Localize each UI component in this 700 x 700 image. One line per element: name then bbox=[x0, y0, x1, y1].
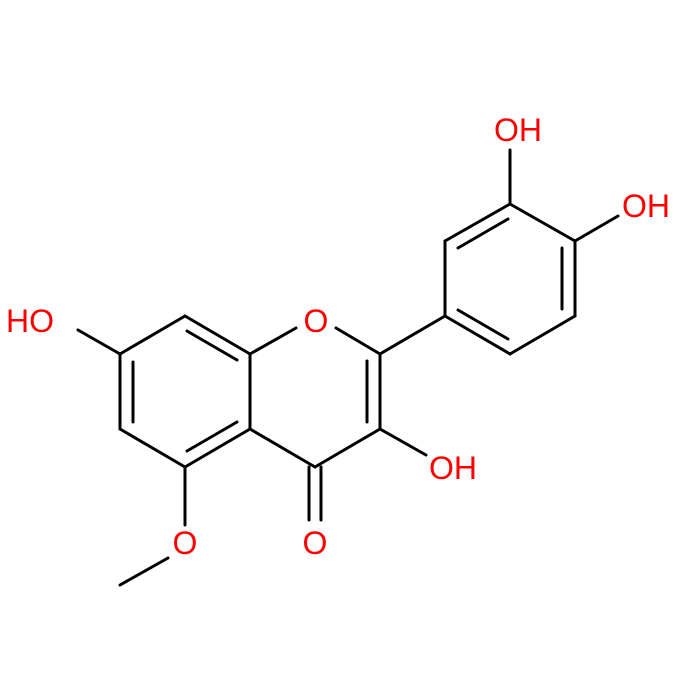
ring-c-bonds bbox=[248, 326, 382, 469]
bond bbox=[378, 314, 447, 356]
bond bbox=[118, 556, 170, 587]
bond bbox=[183, 314, 252, 356]
double-bond-inner bbox=[456, 217, 510, 250]
label-oh-top: OH bbox=[494, 112, 542, 148]
double-bond-inner bbox=[456, 308, 510, 341]
ring-b-bonds bbox=[443, 148, 620, 356]
bond bbox=[378, 427, 428, 457]
bond bbox=[443, 314, 512, 356]
bond bbox=[118, 427, 187, 469]
label-ring-oxygen: O bbox=[304, 303, 329, 339]
ring-a-bonds bbox=[118, 314, 252, 469]
substituent-bonds bbox=[76, 314, 447, 587]
label-carbonyl-oxygen: O bbox=[303, 525, 328, 561]
bond bbox=[248, 427, 317, 469]
bond bbox=[248, 326, 298, 356]
bond bbox=[334, 326, 382, 356]
bond bbox=[183, 427, 252, 469]
label-oh-right: OH bbox=[622, 188, 670, 224]
bond bbox=[118, 314, 187, 356]
bond bbox=[573, 214, 620, 243]
bond bbox=[443, 202, 512, 243]
label-methoxy-oxygen: O bbox=[173, 525, 198, 561]
bond bbox=[508, 202, 577, 243]
label-ho-left: HO bbox=[6, 303, 54, 339]
double-bond-inner bbox=[185, 329, 239, 362]
atom-labels: OH OH HO O OH O O bbox=[6, 112, 670, 561]
label-oh-middle: OH bbox=[429, 450, 477, 486]
double-bond-inner bbox=[185, 420, 239, 453]
bond bbox=[508, 314, 577, 356]
bond bbox=[313, 427, 382, 469]
bond bbox=[76, 328, 122, 356]
